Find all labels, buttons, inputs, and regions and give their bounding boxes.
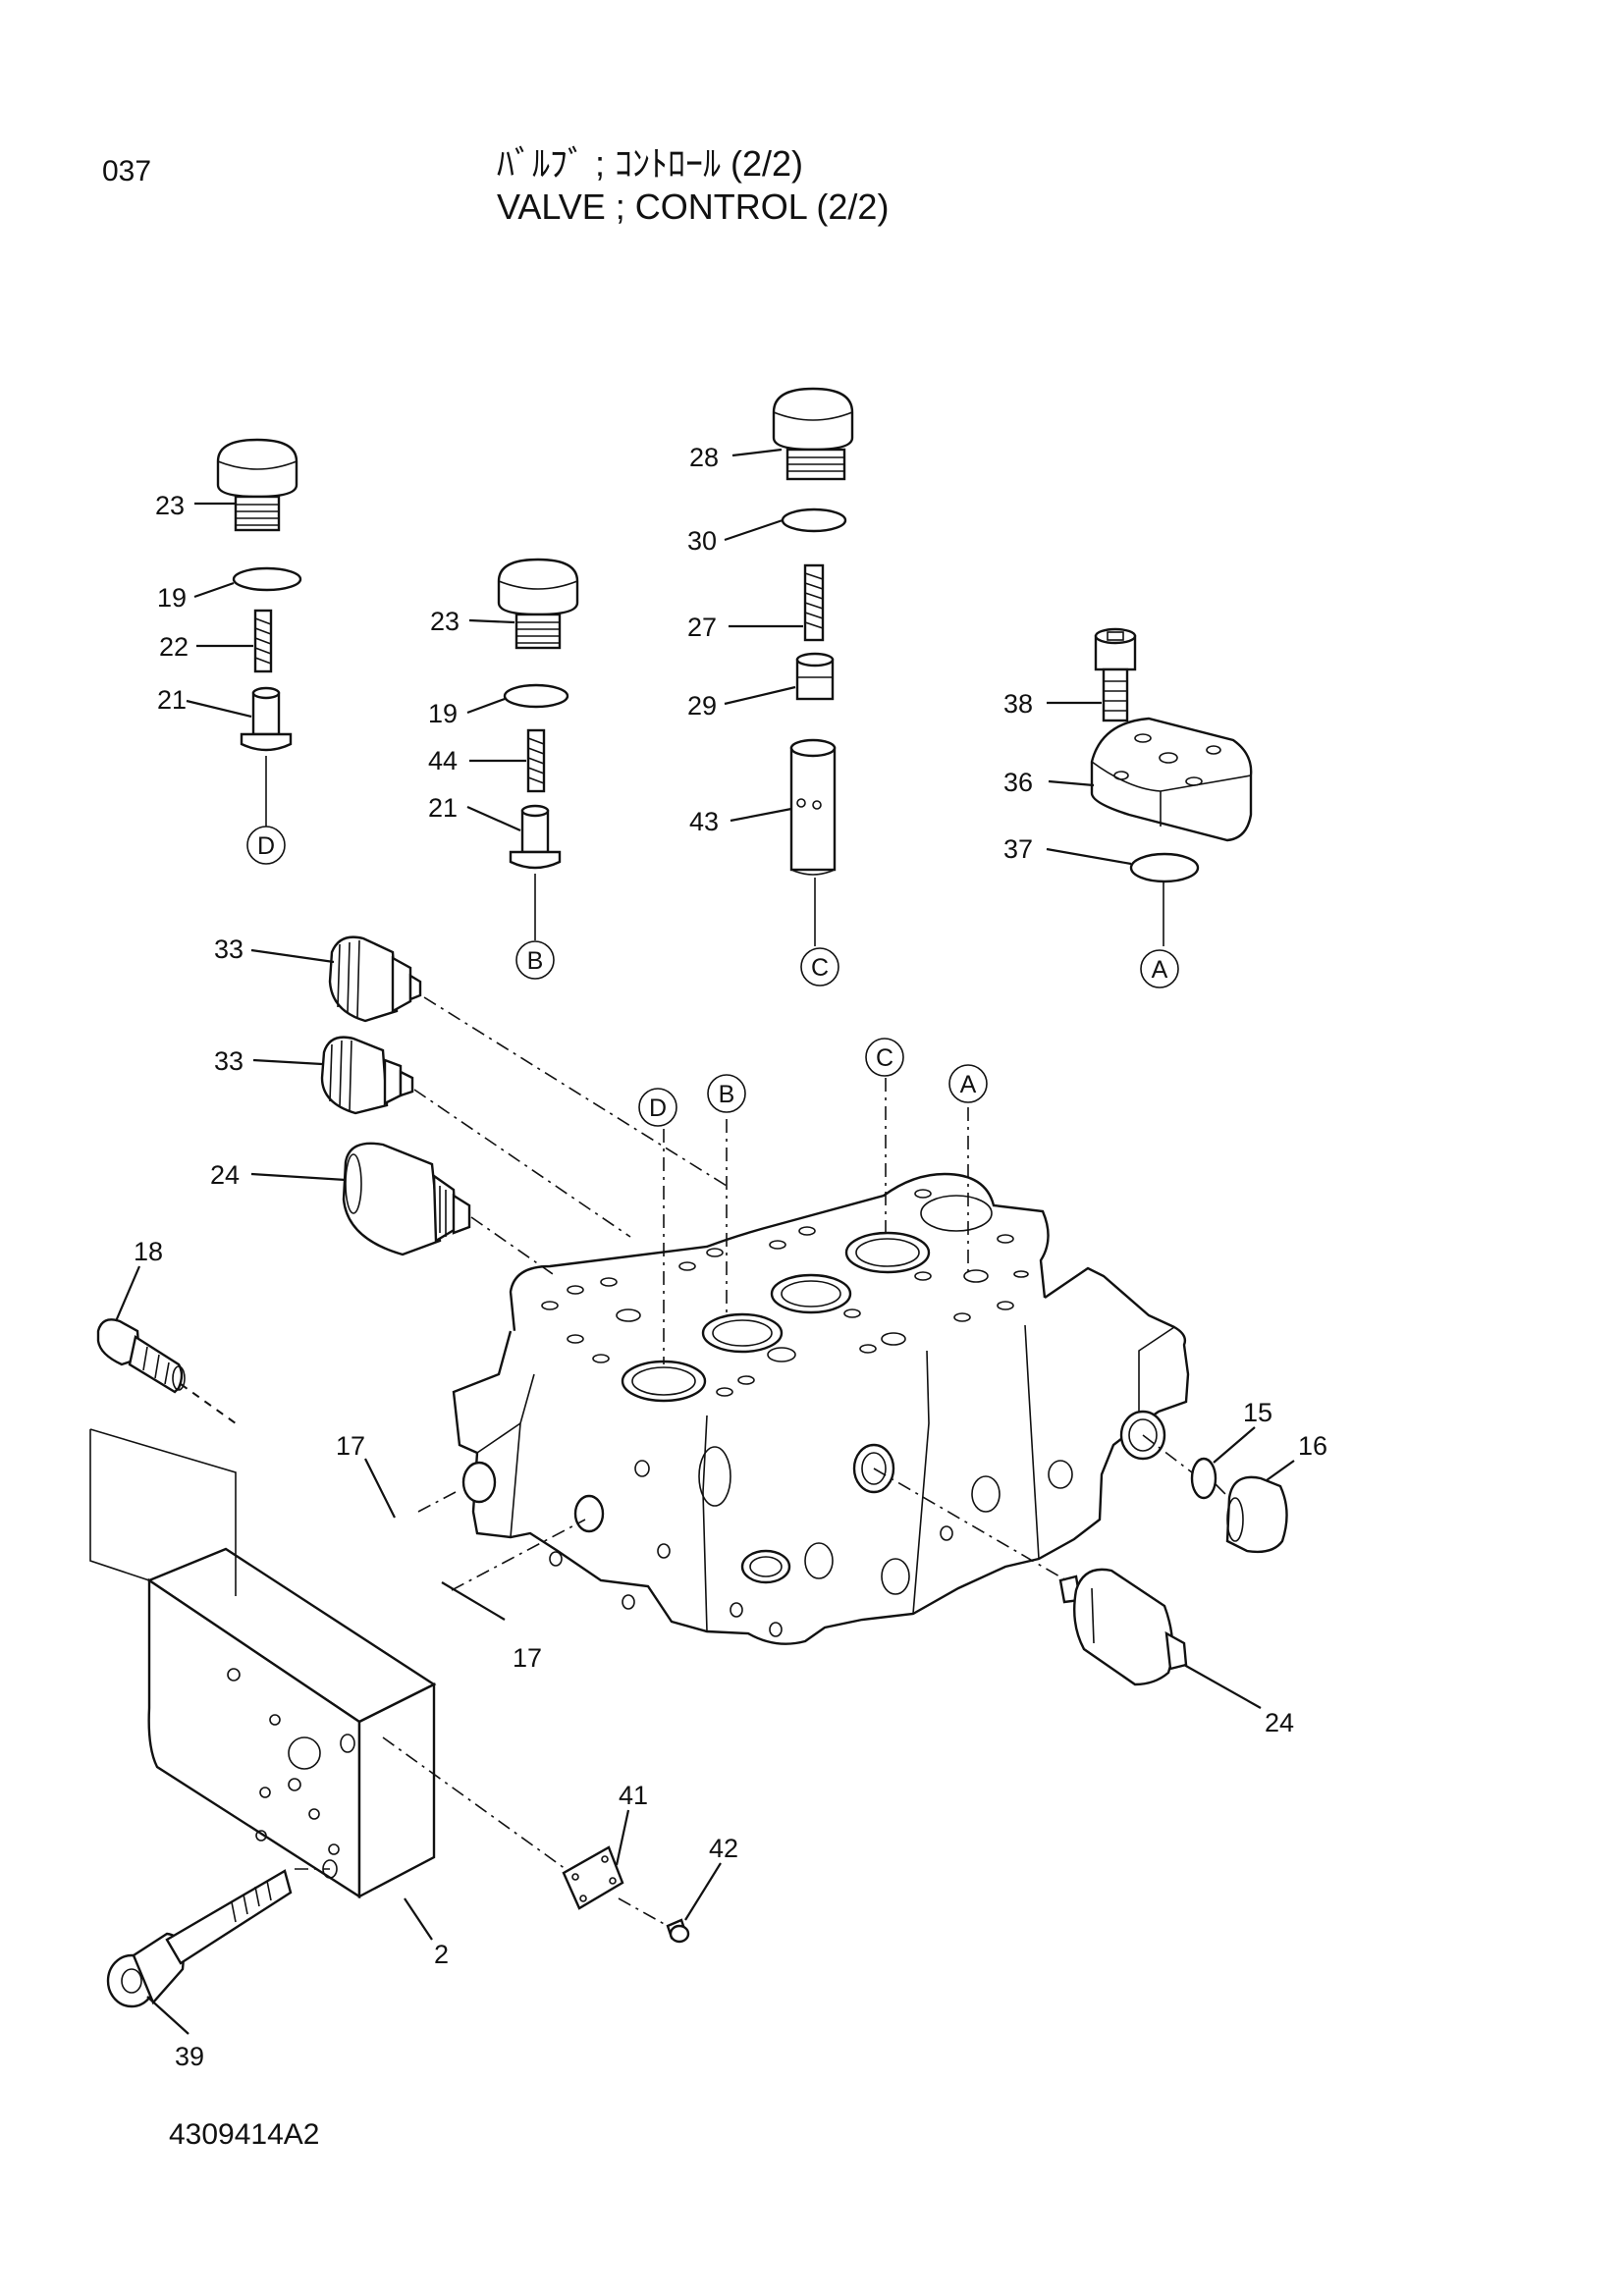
- o-ring-19-left: [232, 566, 302, 592]
- screw-42: [666, 1918, 690, 1944]
- callout-19-left: 19: [157, 583, 187, 613]
- callout-17-lower: 17: [513, 1643, 542, 1673]
- plug-16: [1225, 1475, 1288, 1554]
- callout-21-left: 21: [157, 685, 187, 715]
- callout-36: 36: [1003, 768, 1033, 797]
- ref-marker-b-body: B: [707, 1074, 746, 1113]
- ref-marker-b-top: B: [515, 940, 555, 980]
- spring-22: [253, 609, 273, 673]
- relief-valve-24-right: [1058, 1568, 1188, 1686]
- relief-valve-18: [96, 1318, 186, 1394]
- relief-valve-33-lower: [320, 1036, 414, 1115]
- leader-lines: [114, 448, 1295, 2035]
- callout-43: 43: [689, 807, 719, 836]
- ref-marker-d-body: D: [638, 1088, 677, 1127]
- callout-19-center: 19: [428, 699, 458, 728]
- svg-text:B: B: [527, 947, 544, 975]
- o-ring-15: [1190, 1457, 1217, 1500]
- callout-18: 18: [134, 1237, 163, 1266]
- relief-valve-33-upper: [328, 935, 422, 1023]
- spring-44: [526, 728, 546, 793]
- o-ring-30: [781, 507, 847, 533]
- plug-28: [772, 387, 854, 481]
- svg-text:A: A: [960, 1071, 977, 1098]
- nameplate-41: [562, 1845, 624, 1910]
- callout-39: 39: [175, 2042, 204, 2071]
- relief-valve-24-left: [342, 1142, 471, 1256]
- svg-text:D: D: [257, 832, 275, 860]
- page-number: 037: [102, 155, 152, 187]
- flange-36: [1090, 717, 1253, 842]
- drawing-number: 4309414A2: [169, 2118, 320, 2151]
- callout-30: 30: [687, 526, 717, 556]
- poppet-21-center: [509, 804, 562, 870]
- callout-41: 41: [619, 1781, 648, 1810]
- callout-28: 28: [689, 443, 719, 472]
- callout-21-center: 21: [428, 793, 458, 823]
- callout-22: 22: [159, 632, 189, 662]
- poppet-21-left: [240, 686, 293, 752]
- svg-text:D: D: [649, 1095, 667, 1122]
- bolt-38: [1094, 627, 1137, 722]
- callout-37: 37: [1003, 834, 1033, 864]
- ref-marker-d-top: D: [246, 826, 286, 865]
- callout-23-left: 23: [155, 491, 185, 520]
- svg-text:C: C: [811, 954, 829, 982]
- title-japanese: ﾊﾞﾙﾌﾞ ; ｺﾝﾄﾛｰﾙ (2/2): [497, 143, 804, 184]
- callout-42: 42: [709, 1834, 738, 1863]
- callout-27: 27: [687, 613, 717, 642]
- svg-text:B: B: [719, 1081, 735, 1108]
- callout-17-upper: 17: [336, 1431, 365, 1461]
- valve-body: [452, 1172, 1190, 1645]
- o-ring-19-center: [503, 683, 569, 709]
- callout-33-upper: 33: [214, 934, 243, 964]
- spring-27: [803, 563, 825, 642]
- ref-marker-a-body: A: [948, 1064, 988, 1103]
- sleeve-43: [789, 738, 837, 876]
- side-plate-2: [146, 1547, 437, 1899]
- callout-labels: 23 19 22 21 23 19 44 21 28 30 27 29 43 3…: [134, 443, 1327, 2071]
- ref-marker-c-top: C: [800, 947, 839, 987]
- callout-23-center: 23: [430, 607, 460, 636]
- top-bolt-holes: [541, 1189, 1029, 1397]
- o-ring-37: [1129, 852, 1200, 883]
- gasket-rectangle: [89, 1428, 237, 1596]
- callout-24-right: 24: [1265, 1708, 1294, 1737]
- bolt-39: [106, 1869, 293, 2008]
- ref-marker-a-top: A: [1140, 949, 1179, 988]
- ref-marker-c-body: C: [865, 1038, 904, 1077]
- callout-15: 15: [1243, 1398, 1272, 1427]
- plug-23-left: [216, 438, 298, 532]
- callout-24-left: 24: [210, 1160, 240, 1190]
- callout-16: 16: [1298, 1431, 1327, 1461]
- title-english: VALVE ; CONTROL (2/2): [497, 187, 890, 227]
- plug-23-center: [497, 558, 579, 650]
- callout-44: 44: [428, 746, 458, 775]
- callout-38: 38: [1003, 689, 1033, 719]
- svg-text:A: A: [1152, 956, 1168, 984]
- svg-text:C: C: [876, 1044, 893, 1072]
- seat-29: [795, 652, 835, 701]
- assembly-phantom-lines: [180, 996, 1230, 1927]
- callout-2: 2: [434, 1940, 449, 1969]
- callout-29: 29: [687, 691, 717, 721]
- callout-33-lower: 33: [214, 1046, 243, 1076]
